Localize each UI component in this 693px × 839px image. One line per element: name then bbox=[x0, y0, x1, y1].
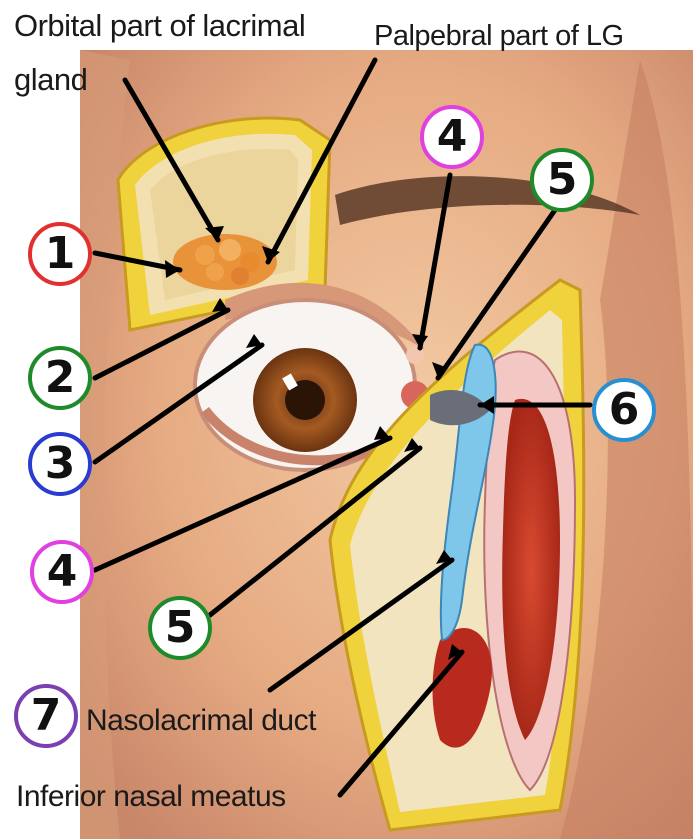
label-inferior-nasal-meatus: Inferior nasal meatus bbox=[16, 780, 286, 814]
marker-6: 6 bbox=[592, 378, 656, 442]
marker-3: 3 bbox=[28, 432, 92, 496]
marker-number: 4 bbox=[437, 115, 468, 159]
label-orbital-part-line1: Orbital part of lacrimal bbox=[14, 8, 305, 44]
marker-4-left: 4 bbox=[30, 540, 94, 604]
marker-number: 6 bbox=[609, 388, 640, 432]
marker-number: 2 bbox=[45, 356, 76, 400]
marker-1: 1 bbox=[28, 222, 92, 286]
label-orbital-part-line2: gland bbox=[14, 62, 87, 98]
lacrimal-gland-orbital bbox=[173, 234, 277, 290]
marker-4-top: 4 bbox=[420, 105, 484, 169]
marker-5-left: 5 bbox=[148, 596, 212, 660]
marker-number: 5 bbox=[547, 158, 578, 202]
marker-number: 4 bbox=[47, 550, 78, 594]
label-palpebral-part: Palpebral part of LG bbox=[374, 20, 624, 53]
marker-number: 1 bbox=[45, 232, 76, 276]
marker-7: 7 bbox=[14, 684, 78, 748]
marker-5-top: 5 bbox=[530, 148, 594, 212]
marker-2: 2 bbox=[28, 346, 92, 410]
marker-number: 5 bbox=[165, 606, 196, 650]
label-nasolacrimal-duct: Nasolacrimal duct bbox=[86, 704, 316, 738]
marker-number: 3 bbox=[45, 442, 76, 486]
marker-number: 7 bbox=[31, 694, 62, 738]
